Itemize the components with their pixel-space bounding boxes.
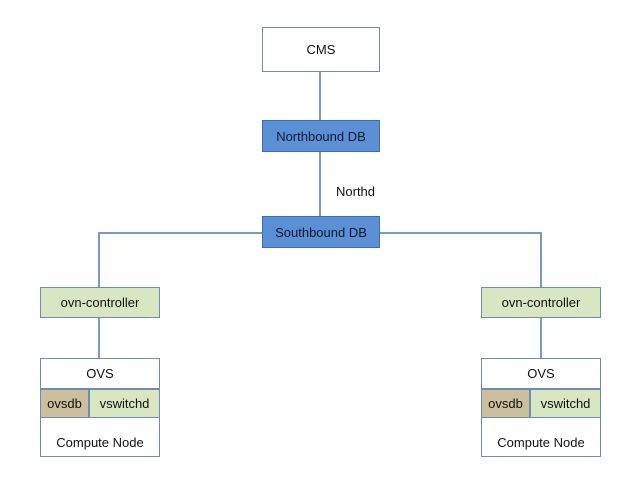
northbound-db-label: Northbound DB [276, 128, 366, 144]
vswitchd-box-right: vswitchd [530, 389, 601, 418]
northd-label: Northd [336, 184, 376, 199]
ovs-label: OVS [527, 366, 555, 381]
ovs-box-left: OVS [40, 358, 160, 389]
vswitchd-label: vswitchd [540, 396, 591, 411]
ovn-controller-label: ovn-controller [501, 295, 581, 310]
ovn-controller-label: ovn-controller [60, 295, 140, 310]
ovsdb-box-left: ovsdb [40, 389, 89, 418]
ovn-controller-right: ovn-controller [481, 287, 601, 318]
ovn-controller-left: ovn-controller [40, 287, 160, 318]
northbound-db-box: Northbound DB [262, 120, 380, 152]
southbound-db-box: Southbound DB [262, 216, 380, 248]
compute-node-label: Compute Node [56, 435, 144, 450]
southbound-db-label: Southbound DB [275, 224, 367, 240]
vswitchd-box-left: vswitchd [89, 389, 160, 418]
ovsdb-box-right: ovsdb [481, 389, 530, 418]
vswitchd-label: vswitchd [99, 396, 150, 411]
ovs-box-right: OVS [481, 358, 601, 389]
ovs-label: OVS [86, 366, 114, 381]
cms-label: CMS [306, 42, 336, 57]
compute-node-label: Compute Node [497, 435, 585, 450]
ovsdb-label: ovsdb [488, 396, 523, 411]
ovsdb-label: ovsdb [47, 396, 82, 411]
cms-box: CMS [262, 27, 380, 72]
